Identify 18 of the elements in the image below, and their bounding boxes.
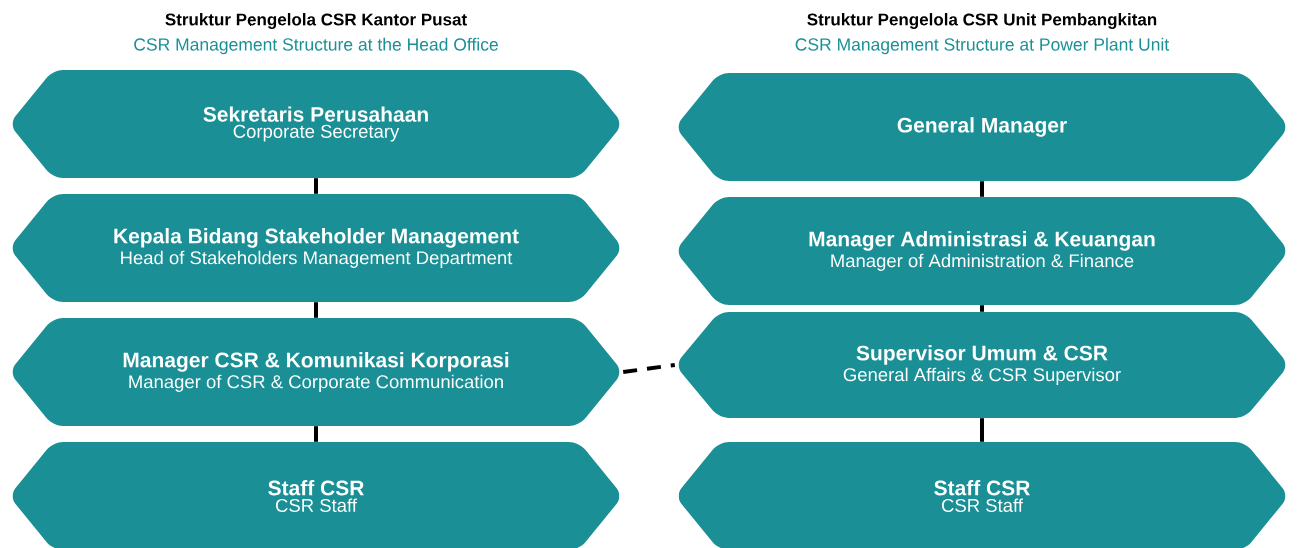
- hexagon-box: General Manager: [678, 73, 1286, 181]
- column-subtitle: CSR Management Structure at Power Plant Unit: [795, 37, 1170, 55]
- connector-line: [314, 178, 318, 194]
- connector-line: [622, 363, 676, 374]
- column-title: Struktur Pengelola CSR Kantor Pusat: [165, 13, 467, 29]
- connector-line: [980, 305, 984, 312]
- hexagon-box: Supervisor Umum & CSR General Affairs & CSR Supervisor: [678, 312, 1286, 418]
- connector-line: [980, 418, 984, 442]
- hexagon-box: Sekretaris Perusahaan Corporate Secretary: [12, 70, 620, 178]
- hexagon-box: Manager CSR & Komunikasi Korporasi Manager of CSR & Corporate Communication: [12, 318, 620, 426]
- hexagon-box: Kepala Bidang Stakeholder Management Head of Stakeholders Management Department: [12, 194, 620, 302]
- hexagon-box: Staff CSR CSR Staff: [678, 442, 1286, 548]
- connector-line: [314, 426, 318, 442]
- connector-line: [980, 181, 984, 197]
- hexagon-box: Manager Administrasi & Keuangan Manager of Administration & Finance: [678, 197, 1286, 305]
- column-title: Struktur Pengelola CSR Unit Pembangkitan: [807, 13, 1157, 29]
- hexagon-box: Staff CSR CSR Staff: [12, 442, 620, 548]
- connector-line: [314, 302, 318, 318]
